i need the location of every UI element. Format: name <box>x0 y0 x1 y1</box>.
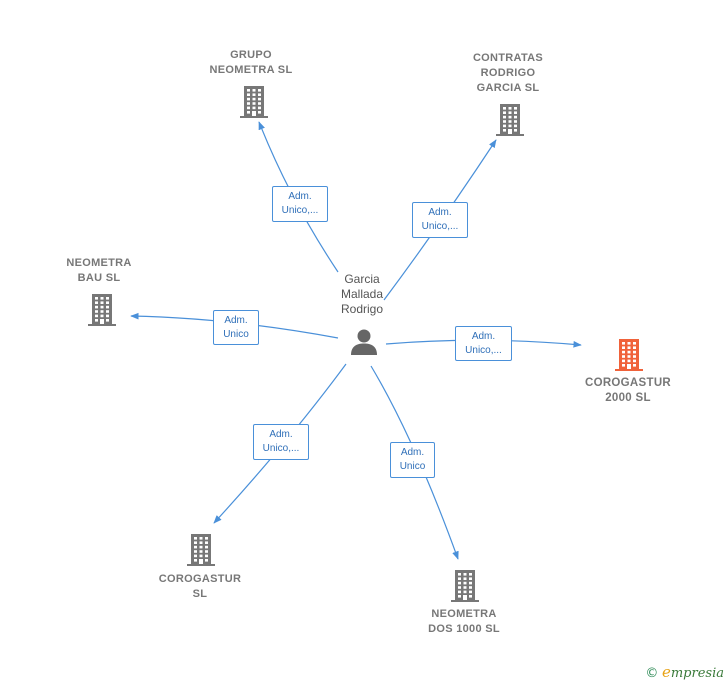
person-icon[interactable] <box>349 327 379 357</box>
building-icon[interactable] <box>449 568 481 602</box>
building-icon[interactable] <box>238 84 270 118</box>
edge-label-corogastur[interactable]: Adm. Unico,... <box>253 424 309 460</box>
building-icon[interactable] <box>494 102 526 136</box>
edge-label-neometra-bau[interactable]: Adm. Unico <box>213 310 259 345</box>
building-icon[interactable] <box>613 337 645 371</box>
edge-label-corogastur-2000[interactable]: Adm. Unico,... <box>455 326 512 361</box>
building-icon[interactable] <box>86 292 118 326</box>
footer-brand: © empresia <box>645 663 724 681</box>
brand-name: mpresia <box>670 666 724 681</box>
company-label[interactable]: NEOMETRA DOS 1000 SL <box>428 608 500 635</box>
building-icon[interactable] <box>185 532 217 566</box>
edge-label-neometra-dos-1000[interactable]: Adm. Unico <box>390 442 435 478</box>
edge-label-contratas-rodrigo[interactable]: Adm. Unico,... <box>412 202 468 238</box>
edge-label-grupo-neometra[interactable]: Adm. Unico,... <box>272 186 328 222</box>
company-label[interactable]: GRUPO NEOMETRA SL <box>209 49 293 76</box>
company-label[interactable]: COROGASTUR 2000 SL <box>584 377 672 404</box>
person-name-label[interactable]: Garcia Mallada Rodrigo <box>340 272 384 316</box>
company-label[interactable]: NEOMETRA BAU SL <box>66 257 132 284</box>
company-label[interactable]: COROGASTUR SL <box>158 573 242 600</box>
brand-logo-letter: e <box>661 663 671 681</box>
copyright-symbol: © <box>645 666 659 681</box>
company-label[interactable]: CONTRATAS RODRIGO GARCIA SL <box>472 52 544 94</box>
